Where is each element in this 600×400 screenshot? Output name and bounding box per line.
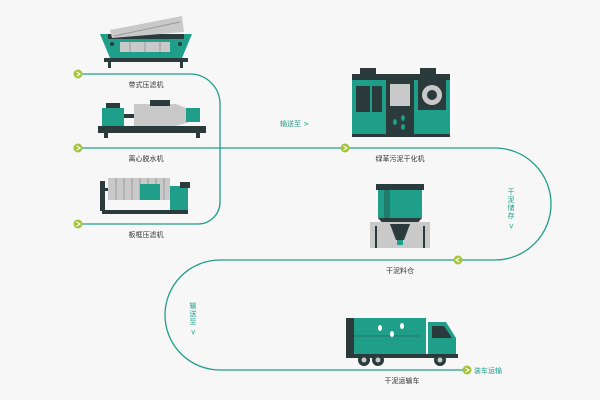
- belt-press-icon: [100, 16, 192, 68]
- truck-icon: [346, 318, 458, 366]
- truck-label: 干泥运输车: [385, 376, 420, 386]
- play-arrow-icon: [74, 144, 83, 153]
- silo-label: 干泥料仓: [386, 266, 414, 276]
- belt-press-label: 带式压滤机: [129, 80, 164, 90]
- flow-label-load: 装车运输: [474, 366, 502, 376]
- flow-label-convey-1: 输送至 >: [280, 119, 309, 129]
- flow-label-storage: 干泥储存 >: [506, 188, 516, 230]
- play-arrow-icon: [341, 144, 350, 153]
- centrifuge-icon: [98, 100, 206, 138]
- dryer-icon: [352, 68, 450, 137]
- play-arrow-icon: [463, 366, 472, 375]
- dryer-label: 绿革污泥干化机: [376, 154, 425, 164]
- centrifuge-label: 离心脱水机: [129, 154, 164, 164]
- plate-press-icon: [100, 178, 190, 214]
- flow-label-convey-2: 输送至 >: [188, 302, 198, 336]
- silo-icon: [370, 184, 430, 248]
- play-arrow-icon: [454, 256, 463, 265]
- play-arrow-icon: [74, 220, 83, 229]
- play-arrow-icon: [74, 70, 83, 79]
- plate-press-label: 板框压滤机: [129, 230, 164, 240]
